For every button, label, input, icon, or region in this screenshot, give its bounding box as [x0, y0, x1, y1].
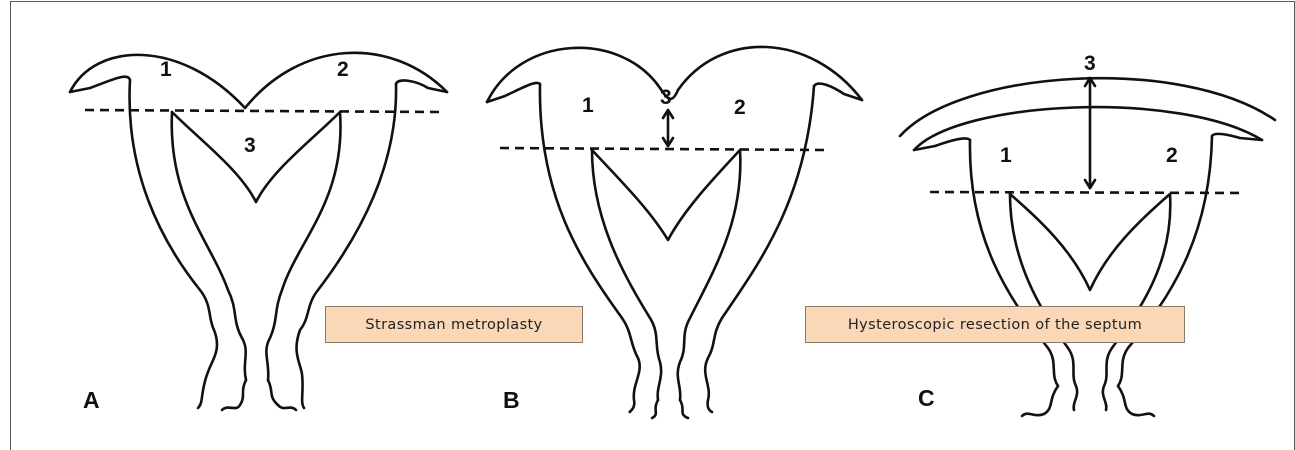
panel-b-point-2: 2 [734, 96, 746, 119]
panel-c-cervix-right [1118, 386, 1154, 416]
panel-b-point-1: 1 [582, 94, 594, 117]
panel-c-point-1: 1 [1000, 144, 1012, 167]
panel-b-left-horn-tip [487, 83, 540, 102]
panel-a-cervix-left [222, 380, 246, 410]
panel-a-point-2: 2 [337, 58, 349, 81]
panel-c-dashed-line [930, 192, 1244, 193]
panel-b-fundus-outer [487, 47, 862, 102]
strassman-label: Strassman metroplasty [325, 306, 583, 343]
panel-b-dashed-line [500, 148, 826, 150]
panel-a-right-wall [297, 84, 397, 408]
panel-b-cavity-right [678, 150, 741, 400]
panel-c-point-3: 3 [1084, 52, 1096, 75]
panel-b-letter: B [503, 387, 520, 413]
panel-c: 1 2 3 C [900, 52, 1275, 416]
panel-c-point-2: 2 [1166, 144, 1178, 167]
panel-b-cervix-left [652, 400, 658, 418]
panel-c-right-wall [1118, 136, 1212, 386]
panel-a-cavity-left [172, 112, 246, 380]
panel-c-letter: C [918, 385, 935, 411]
panel-b: 1 2 3 B [487, 47, 862, 418]
panel-c-fundus-inner [914, 107, 1262, 150]
panel-b-left-wall [540, 84, 640, 412]
panel-a-left-wall [130, 80, 217, 408]
panel-a: 1 2 3 A [70, 53, 447, 413]
panel-c-cervix-left [1022, 386, 1058, 416]
panel-a-letter: A [83, 387, 100, 413]
panel-c-septum [1010, 194, 1170, 290]
hysteroscopic-label: Hysteroscopic resection of the septum [805, 306, 1185, 343]
panel-a-dashed-line [85, 110, 440, 112]
panel-b-septum [592, 150, 740, 240]
panel-a-septum [172, 112, 340, 202]
panel-b-cervix-right [680, 400, 688, 418]
panel-a-cervix-right [268, 380, 296, 410]
panel-a-fundus-outer [70, 53, 447, 108]
panel-a-point-3: 3 [244, 134, 256, 157]
panel-b-point-3: 3 [660, 86, 672, 109]
panel-a-point-1: 1 [160, 58, 172, 81]
panel-c-left-wall [970, 140, 1058, 386]
